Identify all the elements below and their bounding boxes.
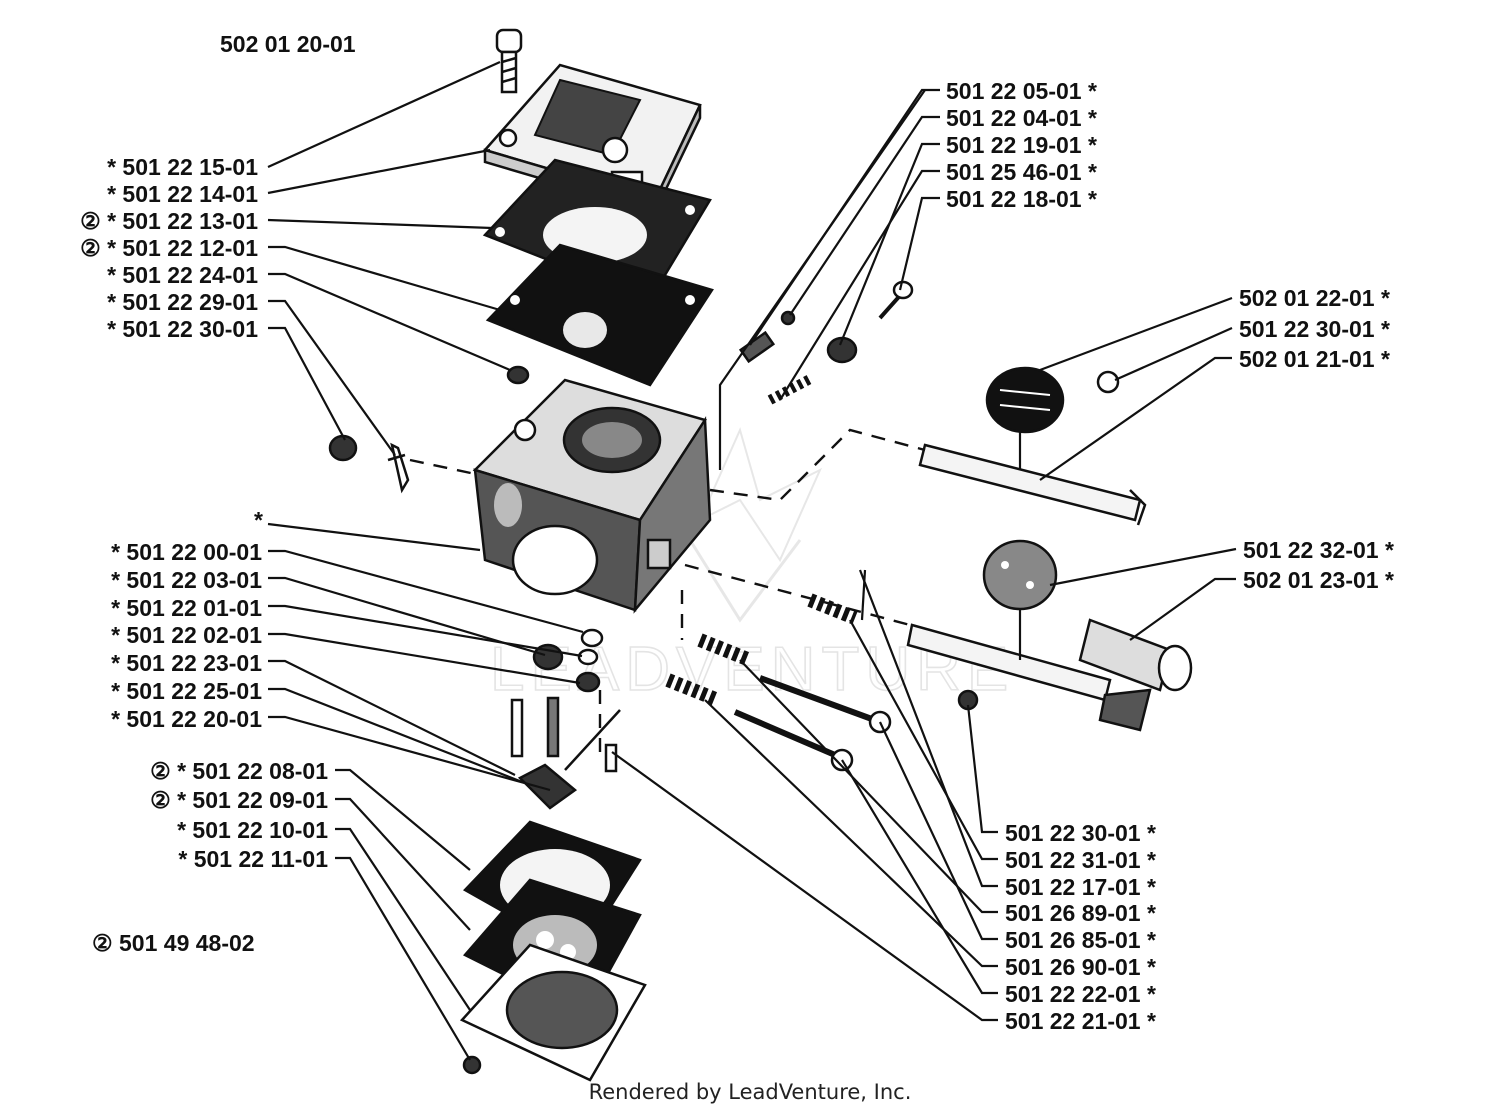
upper-diaphragm [485,243,714,387]
upper-gasket [482,158,712,302]
left-clip [328,434,410,494]
label-501-22-22-01: 501 22 22-01 * [1005,981,1156,1007]
left-top-labels: * 501 22 15-01 * 501 22 14-01 ② * 501 22… [80,154,258,342]
lower-pump-parts [459,820,647,1082]
kit-number-bottom: ② 501 49 48-02 [92,930,255,956]
label-501-22-12-01: ② * 501 22 12-01 [80,235,258,261]
carburetor-body [472,378,712,614]
label-501-22-11-01: * 501 22 11-01 [178,846,328,872]
left-mid-labels: * 501 22 00-01 * 501 22 03-01 * 501 22 0… [111,539,262,732]
label-501-22-19-01: 501 22 19-01 * [946,132,1097,158]
right-top-labels: 501 22 05-01 * 501 22 04-01 * 501 22 19-… [946,78,1097,212]
label-501-22-20-01: * 501 22 20-01 [111,706,262,732]
choke-valve [906,539,1193,732]
parts-illustration [328,28,1193,1082]
label-501-22-30-01-left: * 501 22 30-01 [107,316,258,342]
label-502-01-21-01: 502 01 21-01 * [1239,346,1390,372]
label-501-22-13-01: ② * 501 22 13-01 [80,208,258,234]
label-501-22-30-01-right-bottom: 501 22 30-01 * [1005,820,1156,846]
label-body-star: * [254,507,263,533]
label-501-22-01-01: * 501 22 01-01 [111,595,262,621]
label-501-22-02-01: * 501 22 02-01 [111,622,262,648]
label-501-26-85-01: 501 26 85-01 * [1005,927,1156,953]
left-low-labels: ② * 501 22 08-01 ② * 501 22 09-01 * 501 … [150,758,328,872]
label-502-01-23-01: 502 01 23-01 * [1243,567,1394,593]
label-501-22-10-01: * 501 22 10-01 [177,817,328,843]
throttle-valve [918,366,1147,526]
leader-lines [267,60,1237,1061]
kit-number-top: 502 01 20-01 [220,31,356,57]
label-501-22-25-01: * 501 22 25-01 [111,678,262,704]
label-501-22-21-01: 501 22 21-01 * [1005,1008,1156,1034]
label-502-01-22-01: 502 01 22-01 * [1239,285,1390,311]
idle-needle-parts [738,280,914,405]
label-501-22-32-01: 501 22 32-01 * [1243,537,1394,563]
label-501-22-23-01: * 501 22 23-01 [111,650,262,676]
label-501-22-31-01: 501 22 31-01 * [1005,847,1156,873]
label-501-22-08-01: ② * 501 22 08-01 [150,758,328,784]
small-washer [506,365,530,385]
label-501-22-09-01: ② * 501 22 09-01 [150,787,328,813]
label-501-22-00-01: * 501 22 00-01 [111,539,262,565]
label-501-22-15-01: * 501 22 15-01 [107,154,258,180]
needle-valve-parts [510,628,621,810]
label-501-22-17-01: 501 22 17-01 * [1005,874,1156,900]
label-501-22-30-01-right-mid: 501 22 30-01 * [1239,316,1390,342]
label-501-26-90-01: 501 26 90-01 * [1005,954,1156,980]
right-bottom-labels: 501 22 30-01 * 501 22 31-01 * 501 22 17-… [1005,820,1156,1034]
label-501-22-24-01: * 501 22 24-01 [107,262,258,288]
footer-credit: Rendered by LeadVenture, Inc. [589,1080,912,1104]
label-501-22-14-01: * 501 22 14-01 [107,181,258,207]
label-501-22-05-01: 501 22 05-01 * [946,78,1097,104]
label-501-22-04-01: 501 22 04-01 * [946,105,1097,131]
top-screw [495,28,523,94]
label-501-25-46-01: 501 25 46-01 * [946,159,1097,185]
part-number-labels: 502 01 20-01 * 501 22 15-01 * 501 22 14-… [80,31,1394,1104]
label-501-22-18-01: 501 22 18-01 * [946,186,1097,212]
label-501-22-29-01: * 501 22 29-01 [107,289,258,315]
label-501-22-03-01: * 501 22 03-01 [111,567,262,593]
label-501-26-89-01: 501 26 89-01 * [1005,900,1156,926]
mixture-screws [665,593,892,772]
right-mid-labels: 502 01 22-01 * 501 22 30-01 * 502 01 21-… [1239,285,1394,593]
